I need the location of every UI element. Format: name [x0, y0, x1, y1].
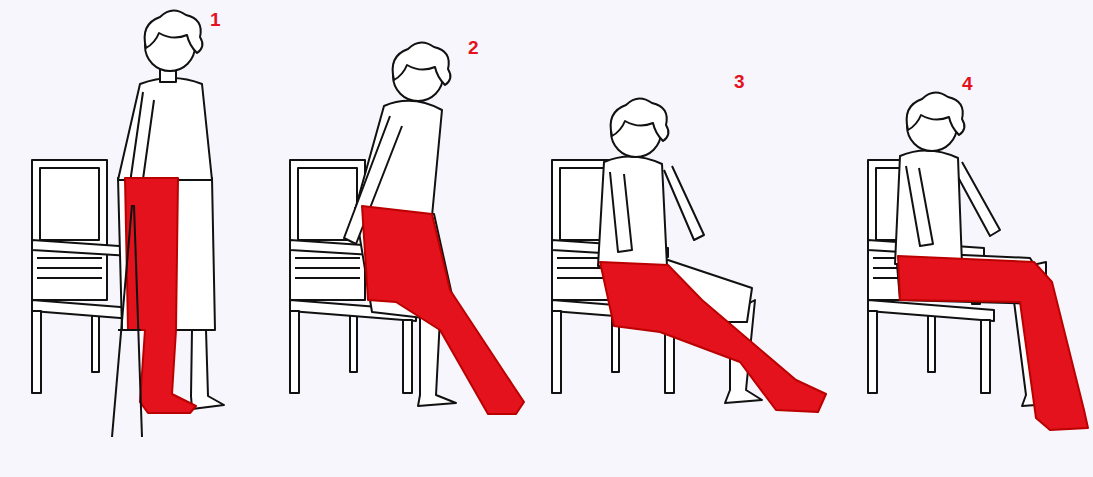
callout-number: 2: [468, 38, 479, 57]
callout-number: 4: [962, 74, 973, 93]
arm: [610, 172, 632, 252]
hair: [611, 98, 669, 141]
panel-lowering: [290, 42, 524, 414]
callout-number: 1: [210, 10, 221, 29]
crutch: [134, 205, 142, 437]
panel-seated: [868, 92, 1088, 430]
arm: [906, 166, 933, 246]
highlighted-leg: [600, 262, 826, 412]
blouse: [598, 156, 667, 266]
highlighted-leg: [125, 178, 196, 413]
hair: [393, 42, 451, 85]
crutch: [118, 329, 141, 331]
panel-seating: [552, 98, 826, 412]
hair: [145, 10, 203, 53]
panel-standing: [32, 10, 224, 437]
leg: [191, 330, 224, 409]
crutch: [112, 205, 132, 437]
blouse: [895, 150, 962, 264]
callout-number: 3: [734, 72, 745, 91]
highlighted-leg: [898, 256, 1088, 430]
arm: [664, 166, 704, 240]
hair: [907, 92, 965, 135]
highlighted-leg: [362, 206, 524, 414]
